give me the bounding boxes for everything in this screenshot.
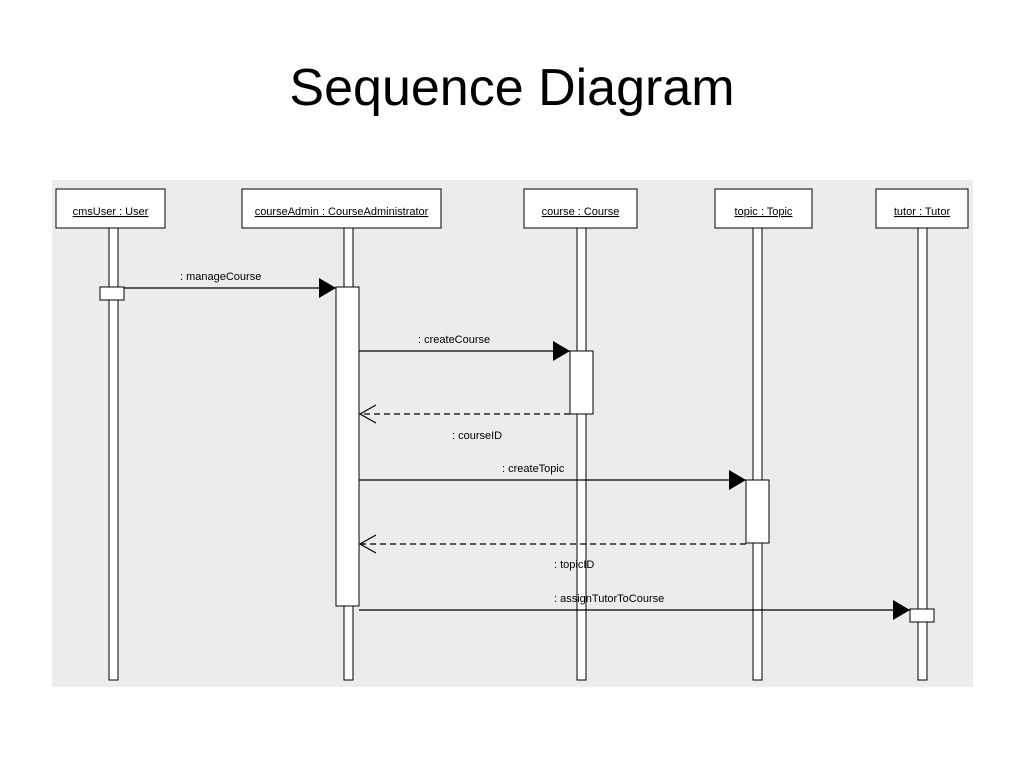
message-label-3: : courseID: [452, 430, 502, 442]
sequence-diagram: : manageCourse : createCourse : courseID : …: [52, 180, 973, 687]
message-label-2: : createCourse: [418, 334, 490, 346]
participant-box-topic: [714, 188, 813, 229]
participant-box-courseAdmin: [241, 188, 442, 229]
participant-label-course: course : Course: [542, 206, 620, 218]
lifeline-topic: [752, 227, 763, 681]
message-arrowhead-6: [893, 600, 910, 620]
slide-title: Sequence Diagram: [289, 59, 735, 117]
activation-courseAdmin: [335, 286, 360, 607]
message-arrowhead-1: [319, 278, 336, 298]
participant-box-tutor: [875, 188, 969, 229]
activation-topic: [745, 479, 770, 544]
message-arrowhead-3: [358, 404, 377, 424]
participant-box-cmsUser: [55, 188, 166, 229]
message-label-4: : createTopic: [502, 463, 565, 475]
lifeline-course: [576, 227, 587, 681]
message-label-5: : topicID: [554, 559, 594, 571]
activation-cmsUser: [99, 286, 125, 301]
message-label-1: : manageCourse: [180, 271, 261, 283]
participant-label-tutor: tutor : Tutor: [894, 206, 951, 218]
participant-label-courseAdmin: courseAdmin : CourseAdministrator: [255, 206, 429, 218]
participant-label-topic: topic : Topic: [735, 206, 793, 218]
activation-tutor: [909, 608, 935, 623]
message-arrowhead-4: [729, 470, 746, 490]
participant-label-cmsUser: cmsUser : User: [73, 206, 149, 218]
message-label-6: : assignTutorToCourse: [554, 593, 664, 605]
sequence-diagram-canvas: : manageCourse : createCourse : courseID : …: [55, 188, 969, 681]
participant-box-course: [523, 188, 638, 229]
message-arrowhead-5: [358, 534, 377, 554]
activation-course: [569, 350, 594, 415]
message-arrowhead-2: [553, 341, 570, 361]
